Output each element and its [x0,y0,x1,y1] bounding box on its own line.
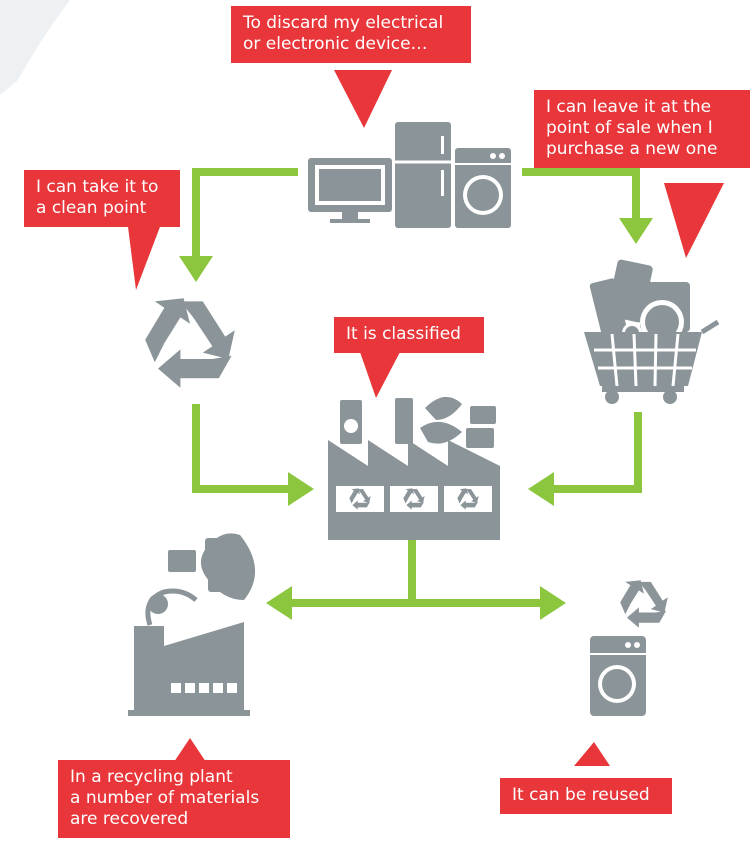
pointer-classified [360,352,400,398]
callout-classified: It is classified [334,317,484,353]
sorting-factory-icon [328,396,500,540]
pointer-recycling-plant [174,738,206,762]
callout-recycling-plant-line-1: In a recycling plant [70,767,233,787]
callout-point-of-sale: I can leave it at the point of sale when… [534,90,750,168]
shopping-cart-icon [584,259,720,404]
pointer-point-of-sale [664,183,724,258]
computer-fridge-washer-icon [308,122,511,228]
callout-point-of-sale-line-2: point of sale when I [546,118,713,138]
callout-discard: To discard my electrical or electronic d… [231,6,471,63]
callout-classified-line-1: It is classified [346,324,461,344]
arrow-head-point-of-sale [619,218,653,244]
arrow-head-to-factory-left [288,472,314,506]
callout-discard-line-2: or electronic device… [243,34,428,54]
callout-discard-line-1: To discard my electrical [243,13,444,33]
callout-recycling-plant-line-2: a number of materials [70,788,260,808]
pointer-discard [334,70,392,128]
recycling-plant-icon [128,533,256,716]
arrow-to-clean-point [192,168,298,258]
pointer-reused [574,742,610,766]
arrow-clean-point-to-factory [192,404,290,493]
callout-point-of-sale-line-1: I can leave it at the [546,97,712,117]
washing-machine-reuse-icon [590,580,668,716]
callout-clean-point-line-2: a clean point [36,198,147,218]
pointer-clean-point [126,211,166,290]
callout-pointers [126,70,724,766]
arrow-head-to-plant [266,586,292,620]
callout-clean-point: I can take it to a clean point [24,170,180,227]
corner-decoration [0,0,70,95]
arrow-head-to-factory-right [528,472,554,506]
callout-recycling-plant-line-3: are recovered [70,809,189,829]
callout-recycling-plant: In a recycling plant a number of materia… [58,760,290,838]
arrow-to-point-of-sale [522,168,640,220]
arrow-sale-to-factory [552,412,642,493]
callout-clean-point-line-1: I can take it to [36,177,159,197]
arrow-head-to-reuse [540,586,566,620]
recycle-icon [145,298,235,388]
arrow-head-clean-point [179,256,213,282]
callout-point-of-sale-line-3: purchase a new one [546,139,718,159]
callout-reused-line-1: It can be reused [512,785,650,805]
callout-reused: It can be reused [500,778,672,814]
flow-arrows [179,168,653,620]
